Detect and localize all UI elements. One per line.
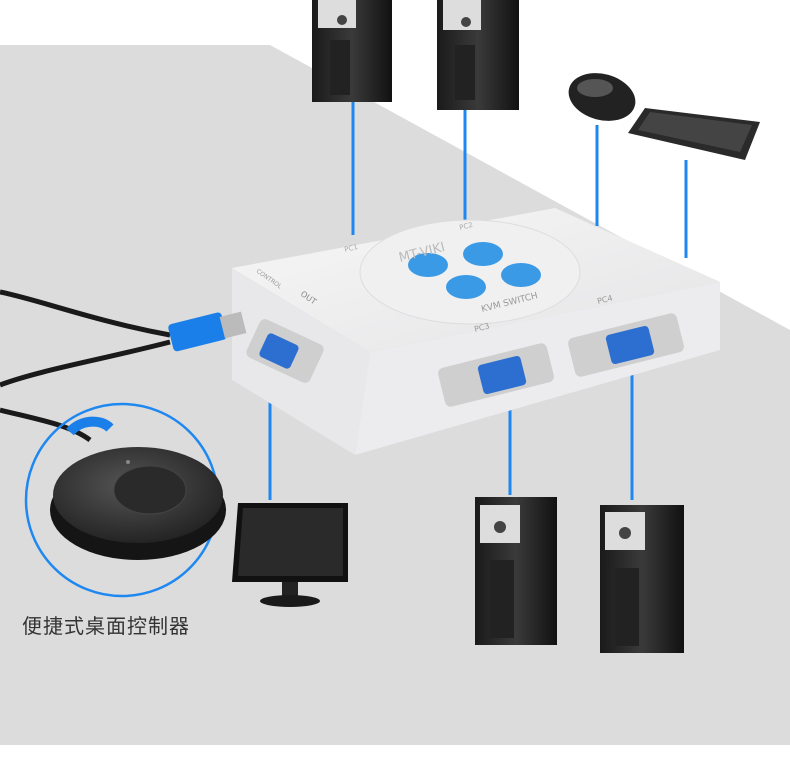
monitor (232, 503, 348, 607)
keyboard (628, 108, 760, 160)
pc-tower-4 (600, 505, 684, 653)
controller-button[interactable] (113, 465, 187, 515)
switch-button-1[interactable] (408, 253, 448, 277)
pc-tower-3 (475, 497, 557, 645)
port-label-pc3: PC3 (473, 321, 490, 333)
switch-button-4[interactable] (501, 263, 541, 287)
vga-port-pc4 (568, 313, 684, 377)
switch-button-3[interactable] (446, 275, 486, 299)
port-label-pc1: PC1 (344, 243, 359, 254)
pc-tower-1 (312, 0, 392, 102)
port-label-pc4: PC4 (596, 293, 613, 305)
switch-button-2[interactable] (463, 242, 503, 266)
vga-port-out (246, 319, 324, 383)
desktop-controller-puck (50, 416, 226, 560)
usb-cable (0, 289, 171, 443)
kvm-switch-box: MT-VIKI KVM SWITCH PC3 PC4 PC1 PC2 OUT C… (232, 208, 720, 455)
pc-tower-2 (437, 0, 519, 110)
controller-caption: 便捷式桌面控制器 (22, 614, 190, 638)
usb-plug (168, 311, 247, 352)
vga-port-pc3 (438, 343, 554, 407)
mouse (568, 73, 636, 121)
port-label-pc2: PC2 (459, 221, 474, 232)
